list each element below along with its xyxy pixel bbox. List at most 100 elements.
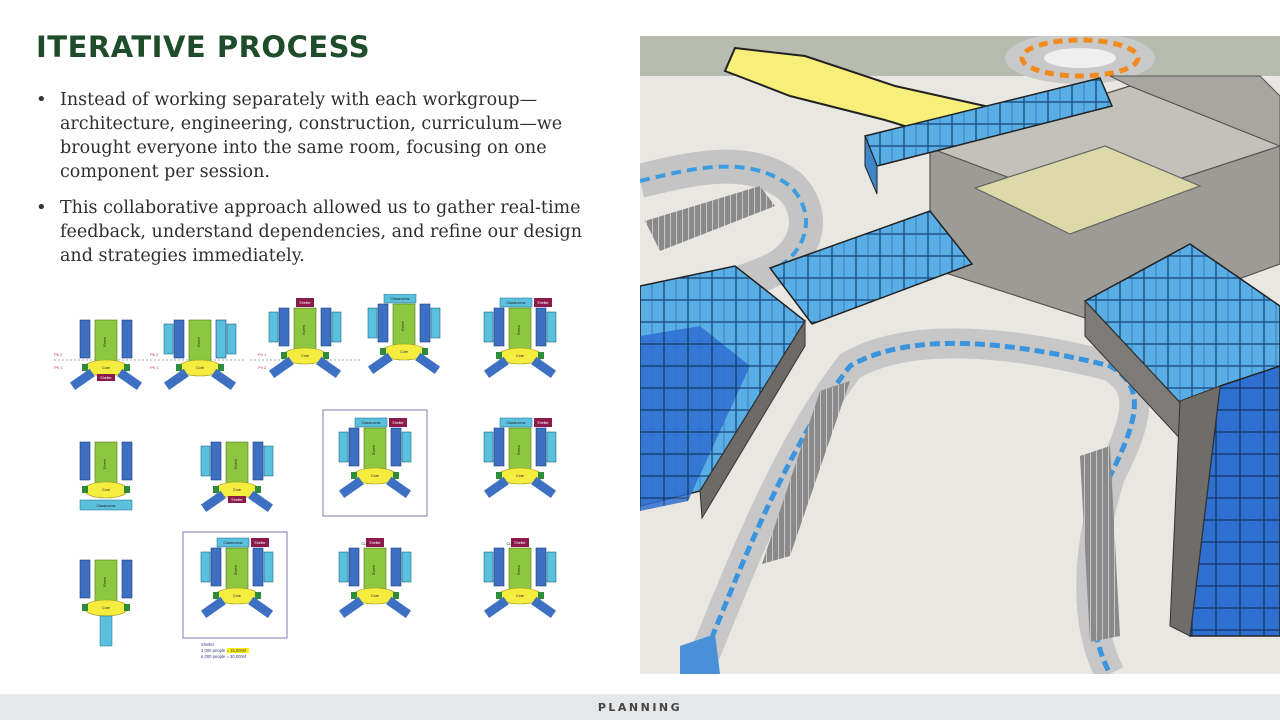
angled-wing: [316, 356, 342, 378]
shelter-block: [296, 298, 314, 307]
angled-wing: [531, 476, 557, 498]
diagram-label: Core: [102, 606, 110, 610]
shelter-block: [511, 538, 529, 547]
diagram-label: Shelter: [254, 541, 266, 545]
arrow-marker: [680, 634, 720, 674]
classroom-block: [401, 551, 412, 583]
diagram-label: Shelter: [299, 301, 311, 305]
connector-block: [213, 486, 219, 493]
connector-block: [496, 352, 502, 359]
angled-wing: [483, 356, 509, 378]
classroom-block: [200, 551, 211, 583]
side-block: [79, 319, 91, 359]
bullet-text: This collaborative approach allowed us t…: [60, 198, 582, 266]
side-block: [252, 441, 264, 481]
side-block: [79, 559, 91, 599]
side-block: [348, 427, 360, 467]
diagram-label: Classrooms: [362, 421, 381, 425]
classroom-block: [338, 551, 349, 583]
angled-wing: [211, 368, 237, 390]
side-block: [210, 547, 222, 587]
diagram-label: Event: [234, 459, 238, 468]
classroom-block: [367, 307, 378, 339]
building-render-svg: [640, 36, 1280, 674]
diagram-label: CLS: [507, 542, 515, 546]
shelter-block: [534, 418, 552, 427]
roundabout-lane: [1019, 37, 1141, 79]
side-block: [390, 427, 402, 467]
footer-bar: PLANNING: [0, 694, 1280, 720]
classroom-block: [546, 431, 557, 463]
side-block: [377, 303, 389, 343]
diagram-label: Classrooms: [224, 541, 243, 545]
classroom-block: [200, 445, 211, 477]
diagram-label: CLS: [362, 542, 370, 546]
diagram-label: Core: [102, 488, 110, 492]
diagram-label: Shelter: [537, 421, 549, 425]
angled-wing: [338, 596, 364, 618]
connector-block: [176, 364, 182, 371]
side-block: [493, 547, 505, 587]
phase-label: Ph 1: [150, 365, 159, 370]
phase-label: Ph 1: [54, 365, 63, 370]
connector-block: [351, 592, 357, 599]
angled-wing: [386, 596, 412, 618]
side-block: [121, 559, 133, 599]
bullet-list: • Instead of working separately with eac…: [36, 88, 606, 280]
side-block: [121, 441, 133, 481]
diagram-label: Shelter: [514, 541, 526, 545]
shelter-note-title: Shelter: [201, 642, 215, 647]
footer-section-label: PLANNING: [597, 700, 683, 714]
side-block: [348, 547, 360, 587]
diagram-label: Core: [516, 354, 524, 358]
diagram-label: Core: [400, 350, 408, 354]
classroom-bar: [383, 294, 417, 304]
connector-block: [255, 486, 261, 493]
connector-block: [124, 604, 130, 611]
diagram-label: Core: [102, 366, 110, 370]
angled-wing: [117, 368, 143, 390]
angled-wing: [415, 352, 441, 374]
shelter-block: [366, 538, 384, 547]
parking-lot: [645, 186, 775, 251]
shelter-block: [228, 496, 246, 503]
wing-facade: [1169, 385, 1221, 637]
highlight-frame: [322, 409, 428, 517]
diagram-label: Shelter: [100, 376, 112, 380]
connector-block: [213, 592, 219, 599]
diagram-label: Classrooms: [97, 504, 116, 508]
phase-label: Ph 1: [258, 352, 267, 357]
loop-road-lane: [697, 340, 1137, 674]
classroom-block: [483, 311, 494, 343]
angled-wing: [248, 596, 274, 618]
angled-wing: [200, 490, 226, 512]
classroom-block: [430, 307, 441, 339]
classroom-bar: [499, 297, 533, 308]
diagram-label: Core: [371, 594, 379, 598]
diagram-label: Core: [233, 594, 241, 598]
side-block: [535, 547, 547, 587]
angled-wing: [386, 476, 412, 498]
highlight-mark: [227, 648, 249, 653]
diagram-label: Core: [196, 366, 204, 370]
parking-strip: [1080, 446, 1120, 642]
connector-block: [496, 472, 502, 479]
classroom-bar: [499, 417, 533, 428]
connector-block: [281, 352, 287, 359]
classroom-block: [483, 551, 494, 583]
phase-label: Ph 2: [258, 365, 267, 370]
side-block: [493, 427, 505, 467]
classroom-bar: [79, 499, 133, 511]
bullet-text: Instead of working separately with each …: [60, 90, 563, 182]
shelter-note-line: 6,000 people = 30,000sf: [201, 654, 247, 659]
angled-wing: [268, 356, 294, 378]
diagram-label: Event: [197, 337, 201, 346]
connector-block: [393, 472, 399, 479]
roof-box: [1109, 75, 1280, 147]
phase-label: Ph 2: [150, 352, 159, 357]
diagram-label: Core: [516, 594, 524, 598]
